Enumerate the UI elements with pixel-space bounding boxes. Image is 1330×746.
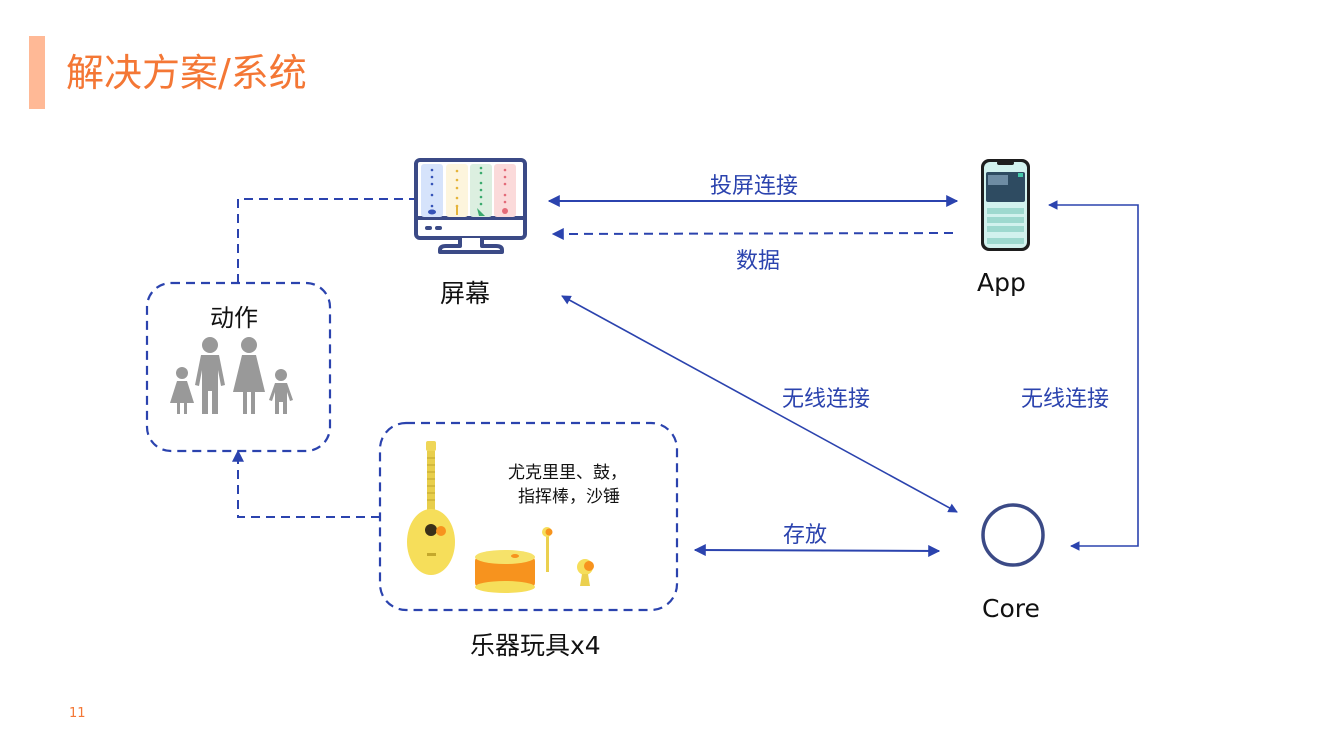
edge-app-screen-data: [551, 227, 954, 240]
edge-screen-core-wireless: [561, 295, 958, 513]
toys-description-line2: 指挥棒，沙锤: [518, 487, 620, 507]
title-accent-bar: [29, 36, 45, 109]
baton-icon: [542, 527, 553, 572]
app-label: App: [977, 268, 1026, 297]
ukulele-icon: [407, 441, 455, 575]
maraca-icon: [577, 559, 594, 586]
edge-label-screen-core-wireless: 无线连接: [782, 387, 871, 412]
drum-icon: [475, 550, 535, 593]
action-label: 动作: [210, 304, 258, 332]
edge-app-core-wireless: [1048, 200, 1139, 551]
core-label: Core: [982, 594, 1040, 623]
edge-label-storage: 存放: [783, 523, 828, 548]
edge-toys-core-storage: [693, 544, 941, 557]
edge-toys-action: [232, 449, 380, 518]
edge-label-projection: 投屏连接: [710, 174, 799, 199]
smartphone-icon: [981, 159, 1030, 251]
core-circle-icon: [981, 503, 1045, 567]
toys-description-line1: 尤克里里、鼓，: [508, 463, 627, 483]
monitor-icon: [414, 158, 527, 254]
edge-label-app-core-wireless: 无线连接: [1021, 387, 1110, 412]
edge-label-data: 数据: [736, 249, 781, 274]
family-icon: [170, 337, 293, 414]
screen-label: 屏幕: [440, 279, 491, 308]
toys-label: 乐器玩具x4: [470, 631, 601, 660]
slide-title: 解决方案/系统: [66, 51, 307, 95]
edge-action-screen: [237, 198, 414, 283]
page-number: 11: [69, 706, 86, 721]
